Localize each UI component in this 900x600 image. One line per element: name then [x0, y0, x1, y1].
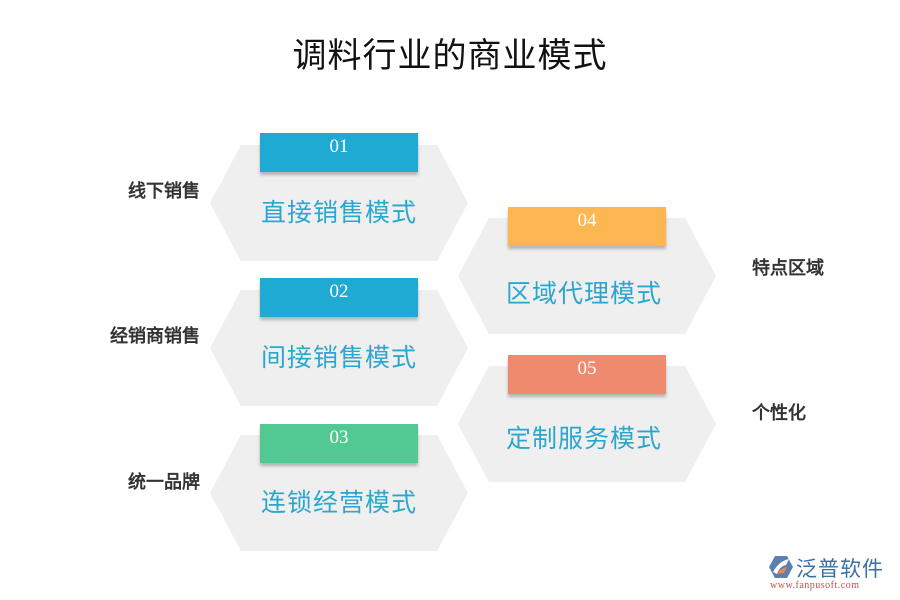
- hexagon-label-05: 定制服务模式: [505, 424, 662, 453]
- hexagon-label-01: 直接销售模式: [260, 198, 417, 227]
- hexagon-label-03: 连锁经营模式: [260, 488, 417, 517]
- logo-name: 泛普软件: [796, 557, 884, 581]
- number-tab-01: 01: [260, 133, 418, 172]
- side-label-04: 特点区域: [752, 258, 824, 279]
- number-tab-04: 04: [508, 207, 666, 246]
- number-tab-05: 05: [508, 355, 666, 394]
- side-label-03: 统一品牌: [128, 472, 200, 493]
- number-tab-02: 02: [260, 278, 418, 317]
- logo-url: www.fanpusoft.com: [770, 580, 860, 591]
- number-tab-03: 03: [260, 424, 418, 463]
- side-label-02: 经销商销售: [110, 326, 200, 347]
- page-title: 调料行业的商业模式: [292, 36, 608, 76]
- side-label-01: 线下销售: [128, 181, 200, 202]
- fanpu-logo-icon: [769, 556, 793, 578]
- hexagon-label-02: 间接销售模式: [260, 343, 417, 372]
- brand-logo: 泛普软件 www.fanpusoft.com: [768, 553, 898, 593]
- hexagon-label-04: 区域代理模式: [505, 279, 662, 308]
- side-label-05: 个性化: [752, 403, 806, 424]
